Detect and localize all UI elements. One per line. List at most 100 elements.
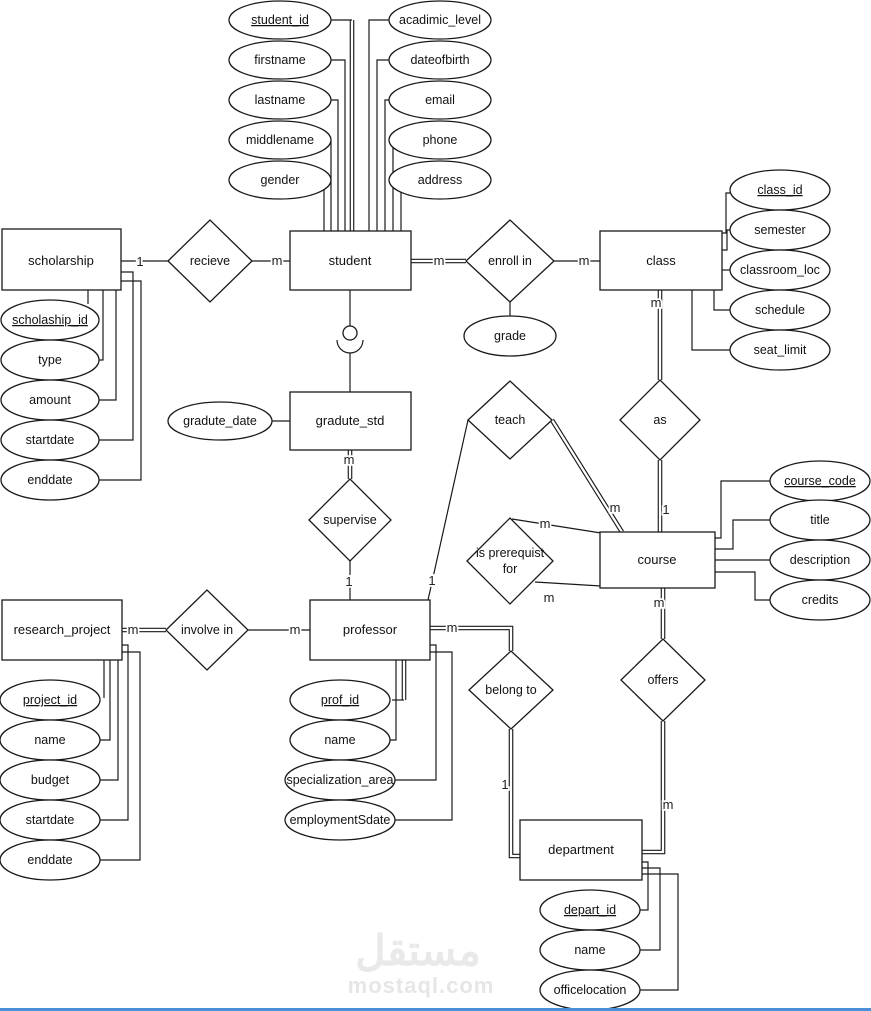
attribute-student-id <box>228 0 332 40</box>
attribute-rp-enddate <box>0 839 101 881</box>
attribute-gradute-date-label: gradute_date <box>183 414 257 428</box>
relationship-enroll-in-label: enroll in <box>488 254 532 268</box>
attribute-project-id-label: project_id <box>23 693 77 707</box>
attribute-acadimic-level <box>388 0 492 40</box>
attribute-student-id-label: student_id <box>251 13 309 27</box>
relationship-teach-label: teach <box>495 413 526 427</box>
relationship-supervise-label: supervise <box>323 513 377 527</box>
attribute-email-label: email <box>425 93 455 107</box>
connector-attr-prof-name <box>390 660 397 741</box>
connector-professor-belongto <box>430 625 514 651</box>
cardinality-teach-course: m <box>610 500 621 515</box>
relationship-is-prerequist-label-line1: is prerequist <box>476 546 545 560</box>
cardinality-student-enrollin: m <box>434 253 445 268</box>
attribute-schedule-label: schedule <box>755 303 805 317</box>
attribute-credits-label: credits <box>802 593 839 607</box>
attribute-rp-startdate-label: startdate <box>26 813 75 827</box>
connector-offers-department-core <box>642 721 665 854</box>
attribute-employmentsdate-label: employmentSdate <box>290 813 391 827</box>
relationship-belong-to-label: belong to <box>485 683 536 697</box>
attribute-title-label: title <box>810 513 830 527</box>
attribute-gender <box>228 160 332 200</box>
attribute-credits <box>769 579 871 621</box>
connector-attr-rp-name <box>100 660 111 741</box>
relationship-recieve <box>167 219 253 303</box>
connector-attr-officelocation <box>640 873 679 991</box>
attribute-phone <box>388 120 492 160</box>
relationship-is-prerequist-for <box>466 517 554 605</box>
attribute-description-label: description <box>790 553 850 567</box>
relationship-supervise <box>308 478 392 562</box>
connector-offers-department <box>642 721 666 855</box>
cardinality-enrollin-class: m <box>579 253 590 268</box>
connector-attr-type <box>99 290 104 361</box>
entity-course-label: course <box>637 552 676 567</box>
connector-attr-budget <box>100 660 119 781</box>
attribute-gender-label: gender <box>261 173 300 187</box>
relationship-offers-label: offers <box>647 673 678 687</box>
entity-student-label: student <box>329 253 372 268</box>
connector-attr-acadimiclevel <box>368 19 389 231</box>
attribute-sch-enddate-label: enddate <box>27 473 72 487</box>
connector-attr-semester <box>722 229 730 251</box>
cardinality-teach-professor: 1 <box>428 573 435 588</box>
attribute-sch-enddate <box>0 459 100 501</box>
attribute-seat-limit <box>729 329 831 371</box>
connector-attr-employmentsdate <box>395 651 453 821</box>
attribute-employmentsdate <box>284 799 396 841</box>
attribute-gradute-date <box>167 401 273 441</box>
connector-attr-email <box>384 99 389 231</box>
entity-student <box>289 230 412 291</box>
cardinality-belongto-department: 1 <box>501 777 508 792</box>
connector-belongto-department <box>508 729 520 859</box>
watermark-logo: مستقل <box>355 927 481 974</box>
attribute-rp-enddate-label: enddate <box>27 853 72 867</box>
cardinality-prereq-top: m <box>540 516 551 531</box>
entity-course <box>599 531 716 589</box>
connector-attr-sch-startdate <box>99 271 134 441</box>
connector-prereq-course-top <box>511 518 602 534</box>
cardinality-research-involvein: m <box>128 622 139 637</box>
connector-teach-professor <box>427 419 469 601</box>
attribute-middlename-label: middlename <box>246 133 314 147</box>
attribute-lastname <box>228 80 332 120</box>
connector-attr-lastname <box>331 99 339 231</box>
cardinality-scholarship-recieve: 1 <box>136 254 143 269</box>
attribute-semester-label: semester <box>754 223 805 237</box>
connector-attr-amount <box>99 290 117 401</box>
watermark-site: mostaql.com <box>348 973 495 998</box>
relationship-involve-in-label: involve in <box>181 623 233 637</box>
entity-class-label: class <box>646 253 676 268</box>
attribute-firstname-label: firstname <box>254 53 305 67</box>
attribute-officelocation-label: officelocation <box>554 983 627 997</box>
cardinality-involvein-professor: m <box>290 622 301 637</box>
connector-teach-course-core <box>551 419 623 533</box>
cardinality-as-course: 1 <box>662 502 669 517</box>
attribute-prof-name-label: name <box>324 733 355 747</box>
double-connectors <box>122 20 666 859</box>
attribute-class-id-label: class_id <box>757 183 802 197</box>
entity-research-project-label: research_project <box>14 622 111 637</box>
entity-research-project <box>1 599 123 661</box>
single-connectors <box>87 19 770 991</box>
connector-attr-rp-startdate <box>100 644 129 821</box>
isa-cup-icon <box>336 339 364 354</box>
attribute-sch-startdate-label: startdate <box>26 433 75 447</box>
connector-attr-credits <box>715 571 770 601</box>
entity-scholarship-label: scholarship <box>28 253 94 268</box>
connector-attr-dep-name <box>640 867 661 951</box>
attribute-depart-id-label: depart_id <box>564 903 616 917</box>
cardinality-recieve-student: m <box>272 253 283 268</box>
attribute-type-label: type <box>38 353 62 367</box>
connector-attr-schedule <box>713 290 730 311</box>
attribute-firstname <box>228 40 332 80</box>
cardinality-professor-belongto: m <box>447 620 458 635</box>
attribute-scholaship-id-label: scholaship_id <box>12 313 88 327</box>
attribute-dep-name-label: name <box>574 943 605 957</box>
attribute-rp-name-label: name <box>34 733 65 747</box>
relationship-is-prerequist-label-line2: for <box>503 562 518 576</box>
relationship-enroll-in <box>465 219 555 303</box>
connector-attr-departid <box>640 861 649 911</box>
connector-attr-sch-enddate <box>99 280 142 481</box>
